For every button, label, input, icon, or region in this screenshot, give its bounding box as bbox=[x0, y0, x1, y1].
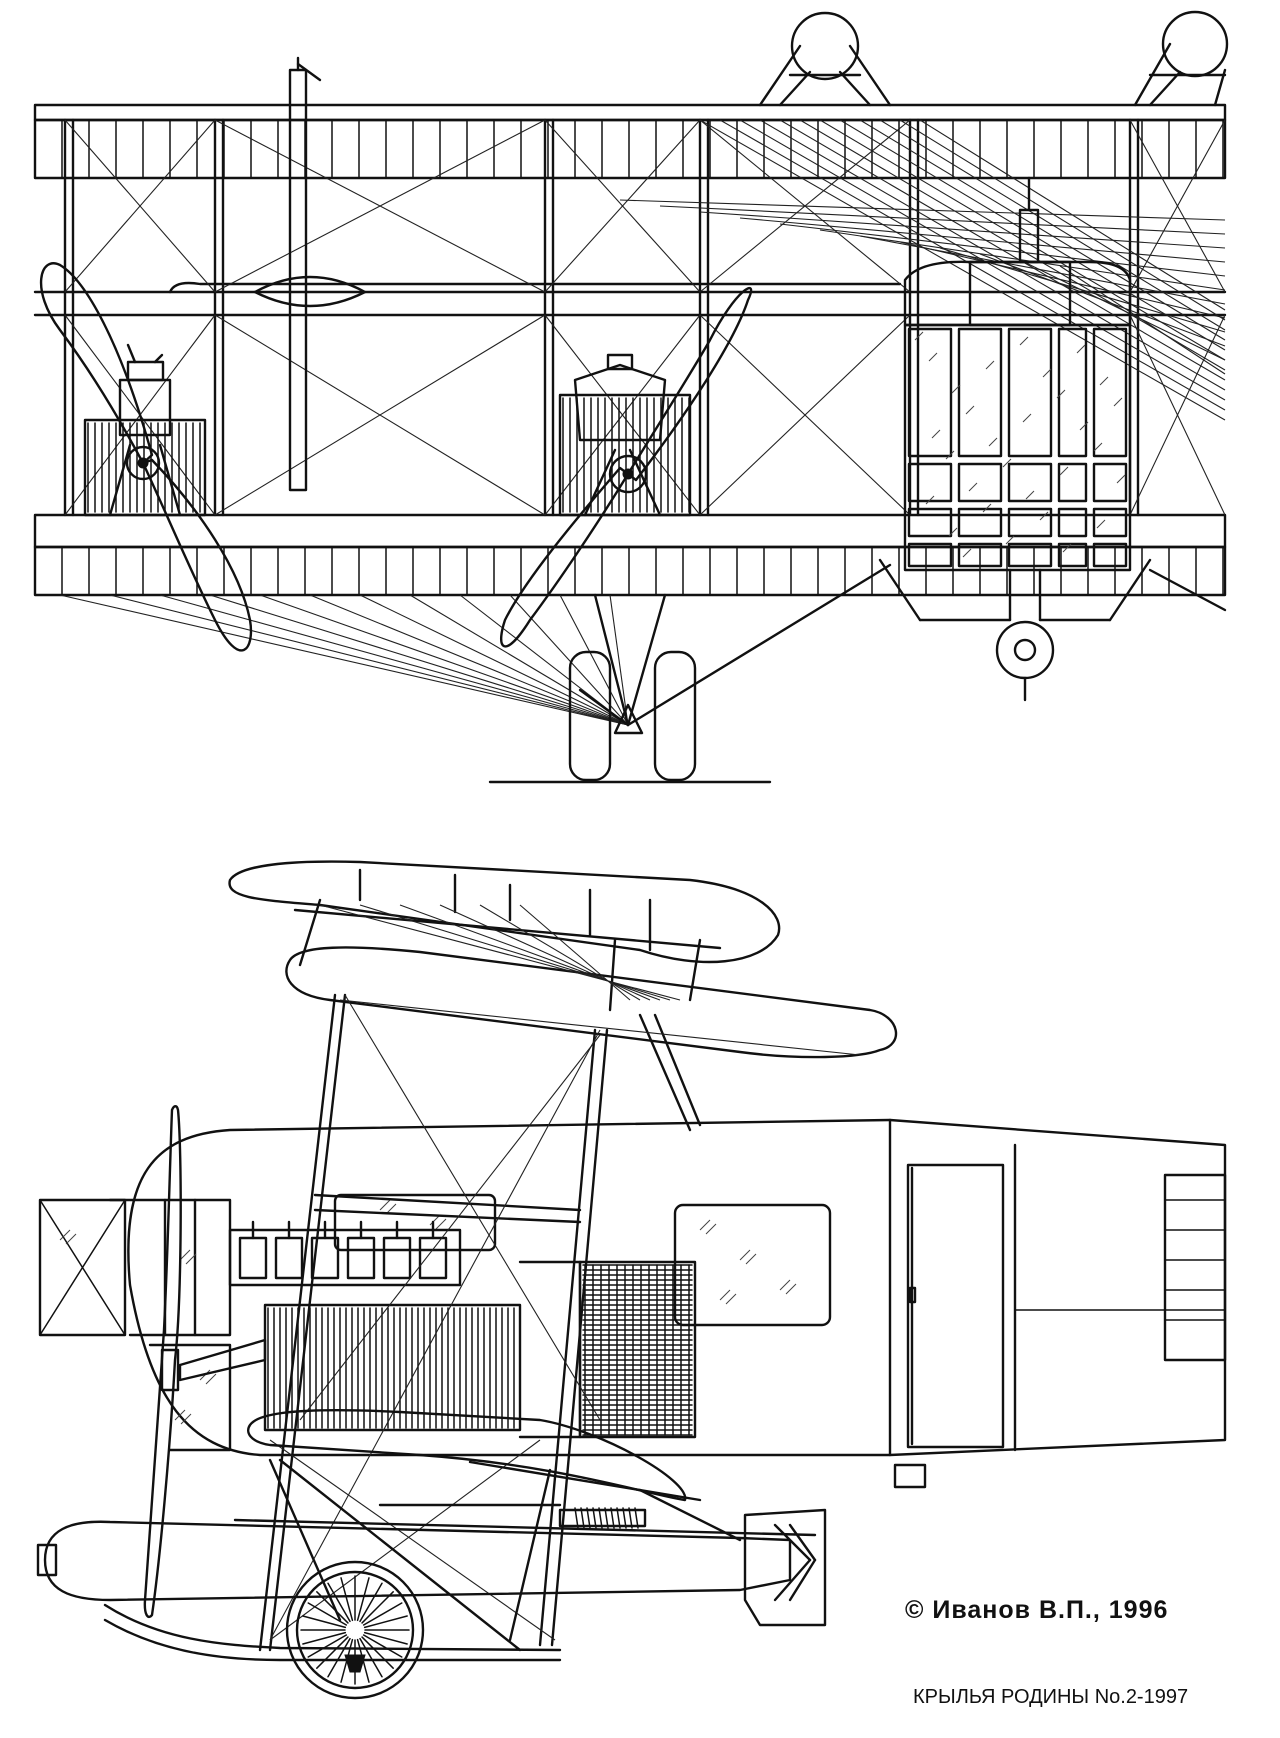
interplane-struts bbox=[65, 120, 1138, 515]
upper-wing-side bbox=[230, 862, 896, 1130]
wing-top-tanks bbox=[760, 12, 1227, 105]
copyright-credit: © Иванов В.П., 1996 bbox=[905, 1596, 1169, 1624]
aileron-mast bbox=[290, 58, 320, 490]
lower-wing bbox=[35, 515, 1225, 595]
landing-gear-side bbox=[105, 1460, 815, 1698]
source-credit: КРЫЛЬЯ РОДИНЫ No.2-1997 bbox=[913, 1686, 1189, 1708]
engine-block bbox=[180, 1222, 695, 1437]
left-propeller bbox=[41, 263, 251, 650]
center-propeller bbox=[501, 288, 751, 646]
interplane-struts-side bbox=[260, 995, 607, 1650]
fuselage-nose-front bbox=[905, 178, 1130, 570]
bracing-wires bbox=[60, 120, 1225, 725]
main-landing-gear bbox=[490, 565, 890, 782]
lower-wing-side bbox=[248, 1410, 700, 1500]
shock-absorber bbox=[560, 1508, 645, 1528]
left-engine-nacelle bbox=[85, 345, 205, 515]
middle-spar bbox=[35, 277, 1225, 315]
upper-wing bbox=[35, 105, 1225, 178]
lower-float bbox=[38, 1490, 825, 1625]
front-view bbox=[35, 12, 1227, 782]
nose-gear bbox=[880, 560, 1225, 700]
cockpit-windows bbox=[909, 329, 1126, 566]
side-view bbox=[38, 862, 1225, 1698]
bracing-wires-side bbox=[270, 905, 860, 1640]
fuselage-side bbox=[128, 1120, 1225, 1487]
center-engine-nacelle bbox=[560, 355, 690, 515]
